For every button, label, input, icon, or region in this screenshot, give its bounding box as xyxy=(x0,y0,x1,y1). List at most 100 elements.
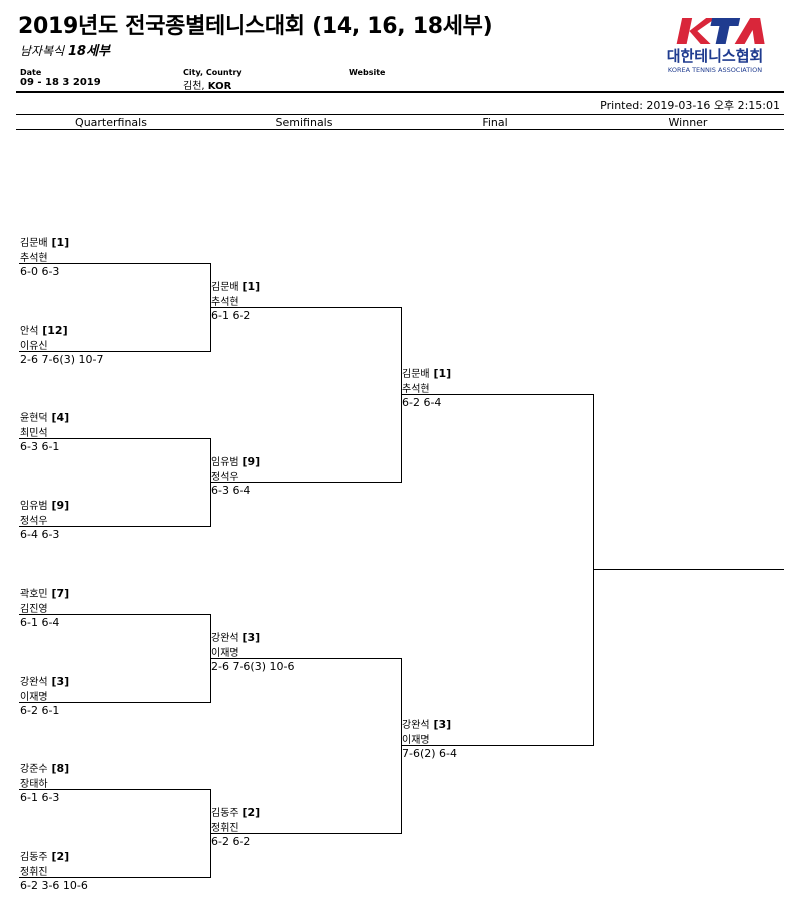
score-sf-0: 6-1 6-2 xyxy=(211,309,251,322)
connector-sf-2 xyxy=(401,658,402,834)
seed-badge: [3] xyxy=(238,631,261,644)
player-sf-1-primary: 임유범 [9] xyxy=(211,453,260,468)
player-qf-1-primary: 안석 [12] xyxy=(20,322,68,337)
player-name: 임유범 xyxy=(211,457,239,468)
connector-qf-0 xyxy=(210,263,211,352)
round-header-semifinals: Semifinals xyxy=(275,116,333,129)
player-sf-3-partner: 정휘진 xyxy=(211,823,239,834)
player-final-1-partner: 이재명 xyxy=(402,735,430,746)
event-subtitle: 남자복식 18세부 xyxy=(20,40,110,59)
seed-badge: [1] xyxy=(429,367,452,380)
score-qf-0: 6-0 6-3 xyxy=(20,265,60,278)
logo-korean-name: 대한테니스협회 xyxy=(666,47,764,65)
seed-badge: [12] xyxy=(38,324,68,337)
player-qf-6-partner: 장태하 xyxy=(20,779,48,790)
player-qf-1-partner: 이유신 xyxy=(20,341,48,352)
score-qf-5: 6-2 6-1 xyxy=(20,704,60,717)
seed-badge: [8] xyxy=(47,762,70,775)
tournament-title: 2019년도 전국종별테니스대회 (14, 16, 18세부) xyxy=(18,14,493,39)
rounds-bottom-rule xyxy=(16,129,784,130)
seed-badge: [2] xyxy=(238,806,261,819)
draw-line-qf-3 xyxy=(19,526,210,527)
score-sf-3: 6-2 6-2 xyxy=(211,835,251,848)
player-sf-3-primary: 김동주 [2] xyxy=(211,804,260,819)
connector-qf-4 xyxy=(210,614,211,703)
header-rule xyxy=(16,91,784,93)
draw-line-qf-7 xyxy=(19,877,210,878)
seed-badge: [4] xyxy=(47,411,70,424)
player-sf-2-primary: 강완석 [3] xyxy=(211,629,260,644)
player-final-1-primary: 강완석 [3] xyxy=(402,716,451,731)
player-name: 곽호민 xyxy=(20,589,48,600)
draw-line-qf-6 xyxy=(19,789,210,790)
player-name: 김문배 xyxy=(20,238,48,249)
date-value: 09 - 18 3 2019 xyxy=(20,77,101,88)
website-label: Website xyxy=(349,68,386,77)
player-qf-7-primary: 김동주 [2] xyxy=(20,848,69,863)
score-sf-2: 2-6 7-6(3) 10-6 xyxy=(211,660,295,673)
round-header-final: Final xyxy=(482,116,508,129)
score-final-1: 7-6(2) 6-4 xyxy=(402,747,458,760)
score-qf-3: 6-4 6-3 xyxy=(20,528,60,541)
connector-sf-0 xyxy=(401,307,402,483)
player-sf-2-partner: 이재명 xyxy=(211,648,239,659)
player-name: 안석 xyxy=(20,326,39,337)
player-qf-5-partner: 이재명 xyxy=(20,692,48,703)
city-value: 김천, KOR xyxy=(183,77,231,92)
date-label: Date xyxy=(20,68,42,77)
player-sf-1-partner: 정석우 xyxy=(211,472,239,483)
player-name: 강준수 xyxy=(20,764,48,775)
score-qf-4: 6-1 6-4 xyxy=(20,616,60,629)
event-name: 남자복식 xyxy=(20,44,65,58)
draw-line-sf-1 xyxy=(210,482,401,483)
player-qf-3-partner: 정석우 xyxy=(20,516,48,527)
score-qf-1: 2-6 7-6(3) 10-7 xyxy=(20,353,104,366)
kta-logo: 대한테니스협회 KOREA TENNIS ASSOCIATION xyxy=(655,14,775,80)
score-sf-1: 6-3 6-4 xyxy=(211,484,251,497)
seed-badge: [9] xyxy=(238,455,261,468)
draw-line-qf-4 xyxy=(19,614,210,615)
city-label: City, Country xyxy=(183,68,242,77)
player-sf-0-partner: 추석현 xyxy=(211,297,239,308)
seed-badge: [9] xyxy=(47,499,70,512)
player-qf-0-primary: 김문배 [1] xyxy=(20,234,69,249)
draw-line-final-1 xyxy=(401,745,593,746)
player-qf-0-partner: 추석현 xyxy=(20,253,48,264)
score-qf-7: 6-2 3-6 10-6 xyxy=(20,879,88,892)
round-header-quarterfinals: Quarterfinals xyxy=(75,116,147,129)
player-sf-0-primary: 김문배 [1] xyxy=(211,278,260,293)
player-final-0-primary: 김문배 [1] xyxy=(402,365,451,380)
draw-line-sf-3 xyxy=(210,833,401,834)
player-name: 김문배 xyxy=(402,369,430,380)
draw-line-qf-2 xyxy=(19,438,210,439)
draw-line-qf-0 xyxy=(19,263,210,264)
seed-badge: [3] xyxy=(47,675,70,688)
player-qf-2-primary: 윤현덕 [4] xyxy=(20,409,69,424)
player-name: 김동주 xyxy=(20,852,48,863)
player-qf-7-partner: 정휘진 xyxy=(20,867,48,878)
player-qf-4-partner: 김진영 xyxy=(20,604,48,615)
rounds-top-rule xyxy=(16,114,784,115)
draw-line-sf-0 xyxy=(210,307,401,308)
player-name: 윤현덕 xyxy=(20,413,48,424)
seed-badge: [1] xyxy=(238,280,261,293)
draw-line-qf-1 xyxy=(19,351,210,352)
winner-line xyxy=(593,569,784,570)
player-qf-5-primary: 강완석 [3] xyxy=(20,673,69,688)
player-name: 강완석 xyxy=(20,677,48,688)
player-qf-4-primary: 곽호민 [7] xyxy=(20,585,69,600)
player-qf-3-primary: 임유범 [9] xyxy=(20,497,69,512)
draw-line-sf-2 xyxy=(210,658,401,659)
kta-logo-icon xyxy=(676,18,765,44)
connector-qf-2 xyxy=(210,438,211,527)
seed-badge: [7] xyxy=(47,587,70,600)
round-header-winner: Winner xyxy=(668,116,708,129)
player-name: 임유범 xyxy=(20,501,48,512)
connector-qf-6 xyxy=(210,789,211,878)
connector-final xyxy=(593,394,594,746)
seed-badge: [2] xyxy=(47,850,70,863)
player-qf-2-partner: 최민석 xyxy=(20,428,48,439)
player-name: 김동주 xyxy=(211,808,239,819)
event-age-group: 18세부 xyxy=(68,44,111,59)
player-name: 강완석 xyxy=(402,720,430,731)
